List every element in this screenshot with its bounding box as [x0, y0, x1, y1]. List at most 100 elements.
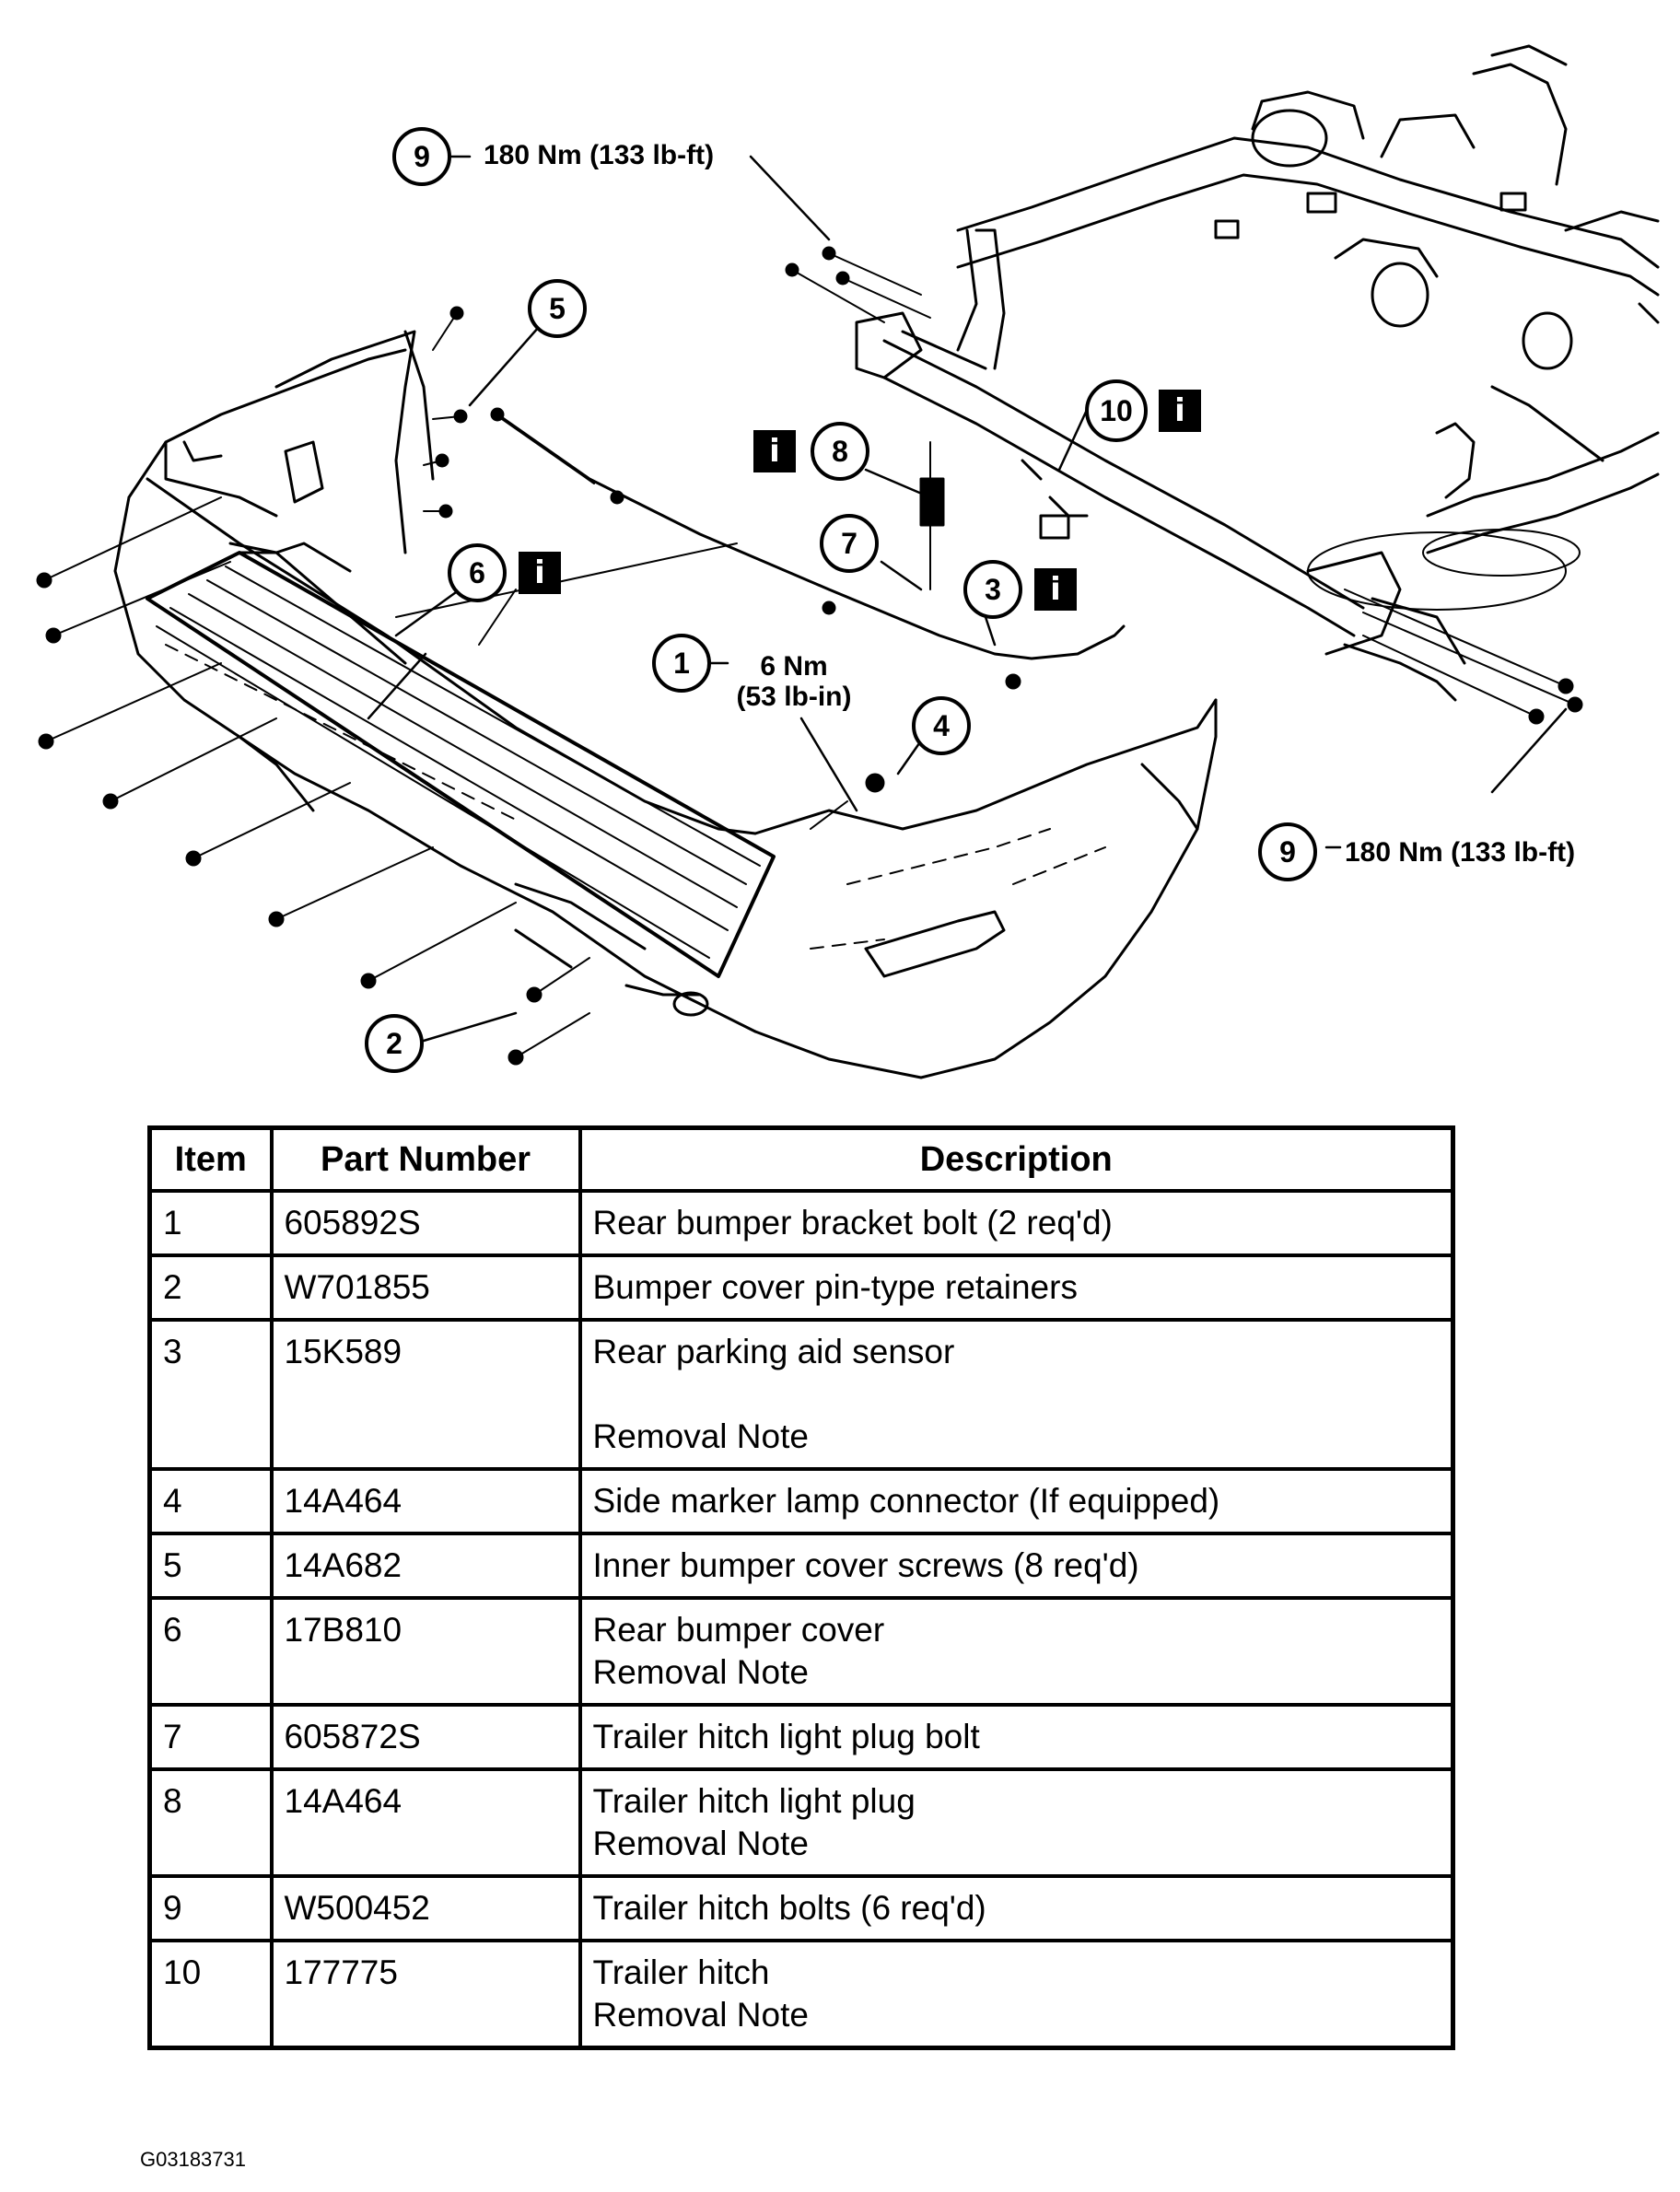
description-line: Removal Note — [592, 1825, 809, 1862]
svg-text:10: 10 — [1100, 394, 1133, 427]
svg-text:7: 7 — [841, 527, 858, 560]
description-line — [593, 1373, 1441, 1416]
header-part-number: Part Number — [269, 1125, 582, 1193]
rear-bumper-cover — [113, 330, 1218, 1079]
cell-description: Rear bumper bracket bolt (2 req'd) — [578, 1189, 1455, 1257]
svg-text:180 Nm (133 lb-ft): 180 Nm (133 lb-ft) — [484, 140, 714, 170]
cell-part-number: 14A464 — [269, 1767, 582, 1878]
info-icon: i — [534, 554, 545, 591]
callout-9-bottom: 9 180 Nm (133 lb-ft) — [1258, 822, 1575, 881]
svg-text:6: 6 — [469, 556, 485, 589]
vehicle-frame — [956, 44, 1660, 611]
svg-text:180 Nm (133 lb-ft): 180 Nm (133 lb-ft) — [1345, 837, 1575, 868]
info-icon: i — [1050, 571, 1061, 608]
description-line: Rear bumper bracket bolt (2 req'd) — [592, 1204, 1113, 1242]
info-icon: i — [1174, 392, 1185, 429]
description-line: Trailer hitch bolts (6 req'd) — [592, 1889, 986, 1927]
cell-part-number: W500452 — [269, 1874, 582, 1942]
cell-item: 6 — [147, 1596, 274, 1707]
cell-item: 4 — [147, 1467, 274, 1535]
cell-item: 5 — [147, 1532, 274, 1600]
header-item: Item — [147, 1125, 274, 1193]
parking-aid-harness — [490, 407, 1126, 690]
callout-1: 1 6 Nm (53 lb-in) — [652, 634, 852, 712]
cell-description: Trailer hitch bolts (6 req'd) — [578, 1874, 1455, 1942]
exploded-view-diagram: 9 180 Nm (133 lb-ft) 5 i 8 10 i 7 6 i 3 … — [36, 44, 1660, 1079]
callout-2: 2 — [365, 1014, 424, 1073]
cell-description: Inner bumper cover screws (8 req'd) — [578, 1532, 1455, 1600]
description-line: Removal Note — [592, 1653, 809, 1691]
svg-text:9: 9 — [414, 140, 430, 173]
cell-part-number: 177775 — [269, 1939, 582, 2050]
cell-item: 7 — [147, 1703, 274, 1771]
cell-part-number: 14A682 — [269, 1532, 582, 1600]
cell-item: 10 — [147, 1939, 274, 2050]
cell-description: Bumper cover pin-type retainers — [578, 1253, 1455, 1322]
svg-text:5: 5 — [549, 292, 566, 325]
callout-6: 6 i — [448, 543, 561, 602]
cell-part-number: 605892S — [269, 1189, 582, 1257]
description-line: Removal Note — [592, 1996, 809, 2034]
cell-item: 8 — [147, 1767, 274, 1878]
description-line: Trailer hitch light plug — [592, 1782, 916, 1820]
description-line: Removal Note — [592, 1417, 809, 1455]
cell-item: 1 — [147, 1189, 274, 1257]
fasteners — [36, 246, 1583, 1066]
cell-item: 9 — [147, 1874, 274, 1942]
info-icon: i — [769, 433, 780, 470]
description-line: Inner bumper cover screws (8 req'd) — [592, 1546, 1139, 1584]
callout-4: 4 — [912, 696, 971, 755]
cell-item: 2 — [147, 1253, 274, 1322]
cell-part-number: 605872S — [269, 1703, 582, 1771]
description-line: Rear bumper cover — [592, 1611, 885, 1649]
description-line: Trailer hitch light plug bolt — [592, 1718, 980, 1755]
callout-10: 10 i — [1085, 379, 1201, 442]
callout-9-top: 9 180 Nm (133 lb-ft) — [392, 127, 714, 186]
trailer-hitch — [855, 228, 1466, 702]
svg-text:2: 2 — [386, 1027, 402, 1060]
callout-leaders — [367, 155, 1568, 1043]
cell-description: Side marker lamp connector (If equipped) — [578, 1467, 1455, 1535]
svg-text:3: 3 — [985, 573, 1001, 606]
description-line: Trailer hitch — [592, 1953, 770, 1991]
description-line: Rear parking aid sensor — [592, 1333, 955, 1370]
cell-item: 3 — [147, 1318, 274, 1471]
svg-text:8: 8 — [832, 435, 848, 468]
figure-code: G03183731 — [140, 2148, 246, 2171]
cell-part-number: 15K589 — [269, 1318, 582, 1471]
description-line: Bumper cover pin-type retainers — [592, 1268, 1078, 1306]
cell-part-number: 14A464 — [269, 1467, 582, 1535]
callout-8: i 8 — [753, 422, 869, 481]
cell-description: Trailer hitch light plug bolt — [578, 1703, 1455, 1771]
cell-part-number: W701855 — [269, 1253, 582, 1322]
svg-text:1: 1 — [673, 647, 690, 680]
cell-part-number: 17B810 — [269, 1596, 582, 1707]
table-header-row: Item Part Number Description — [147, 1125, 1455, 1193]
svg-text:6 Nm: 6 Nm — [760, 651, 827, 682]
fastener-leader-lines — [43, 252, 1576, 1058]
callout-7: 7 — [820, 514, 879, 573]
svg-text:(53 lb-in): (53 lb-in) — [737, 682, 852, 712]
cell-description: Rear parking aid sensor Removal Note — [578, 1318, 1455, 1471]
svg-text:9: 9 — [1279, 835, 1296, 869]
bumper-step-pad — [146, 551, 776, 978]
description-line: Side marker lamp connector (If equipped) — [592, 1482, 1220, 1520]
callout-3: 3 i — [963, 560, 1077, 619]
svg-text:4: 4 — [933, 709, 950, 742]
header-description: Description — [578, 1125, 1455, 1193]
